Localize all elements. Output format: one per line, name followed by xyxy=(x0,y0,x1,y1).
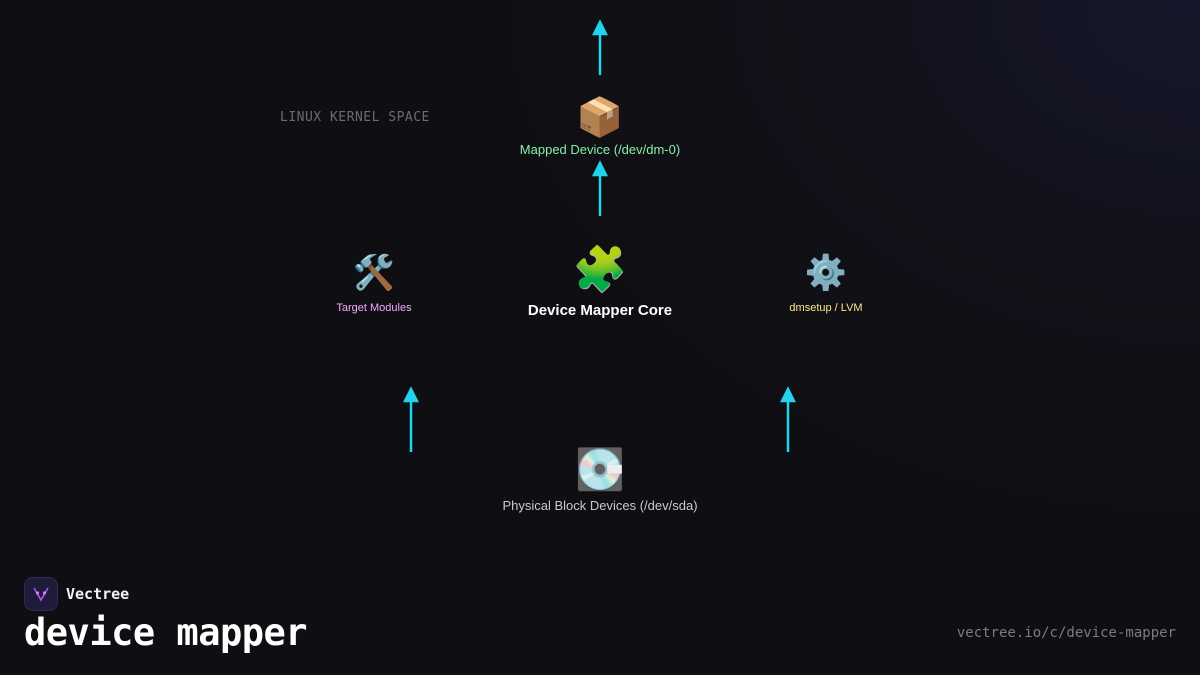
package-icon: 📦 xyxy=(576,95,624,139)
brand: Vectree xyxy=(24,577,129,611)
physical-devices-node: 💽 Physical Block Devices (/dev/sda) xyxy=(502,450,697,513)
dmsetup-node: ⚙️ dmsetup / LVM xyxy=(789,256,862,314)
mapped-device-node: 📦 Mapped Device (/dev/dm-0) xyxy=(520,98,680,157)
vectree-logo-icon xyxy=(24,577,58,611)
page-title: device mapper xyxy=(24,611,308,654)
brand-name: Vectree xyxy=(66,585,130,603)
arrow-core-to-mapped-head xyxy=(591,160,609,177)
target-modules-node: 🛠️ Target Modules xyxy=(336,256,411,314)
tools-icon: 🛠️ xyxy=(352,253,396,293)
core-label: Device Mapper Core xyxy=(527,302,673,319)
arrow-right-head xyxy=(779,386,797,403)
kernel-space-label: LINUX KERNEL SPACE xyxy=(280,110,430,125)
source-url: vectree.io/c/device-mapper xyxy=(956,625,1176,641)
arrow-top-head xyxy=(591,19,609,36)
disk-icon: 💽 xyxy=(575,447,625,493)
arrow-left-head xyxy=(402,386,420,403)
dmsetup-label: dmsetup / LVM xyxy=(789,302,863,314)
gear-icon: ⚙️ xyxy=(804,253,848,293)
physical-devices-label: Physical Block Devices (/dev/sda) xyxy=(502,498,698,513)
core-node: 🧩 Device Mapper Core xyxy=(527,244,673,320)
mapped-device-label: Mapped Device (/dev/dm-0) xyxy=(519,142,681,157)
target-modules-label: Target Modules xyxy=(336,302,412,314)
puzzle-icon: 🧩 xyxy=(572,244,628,295)
